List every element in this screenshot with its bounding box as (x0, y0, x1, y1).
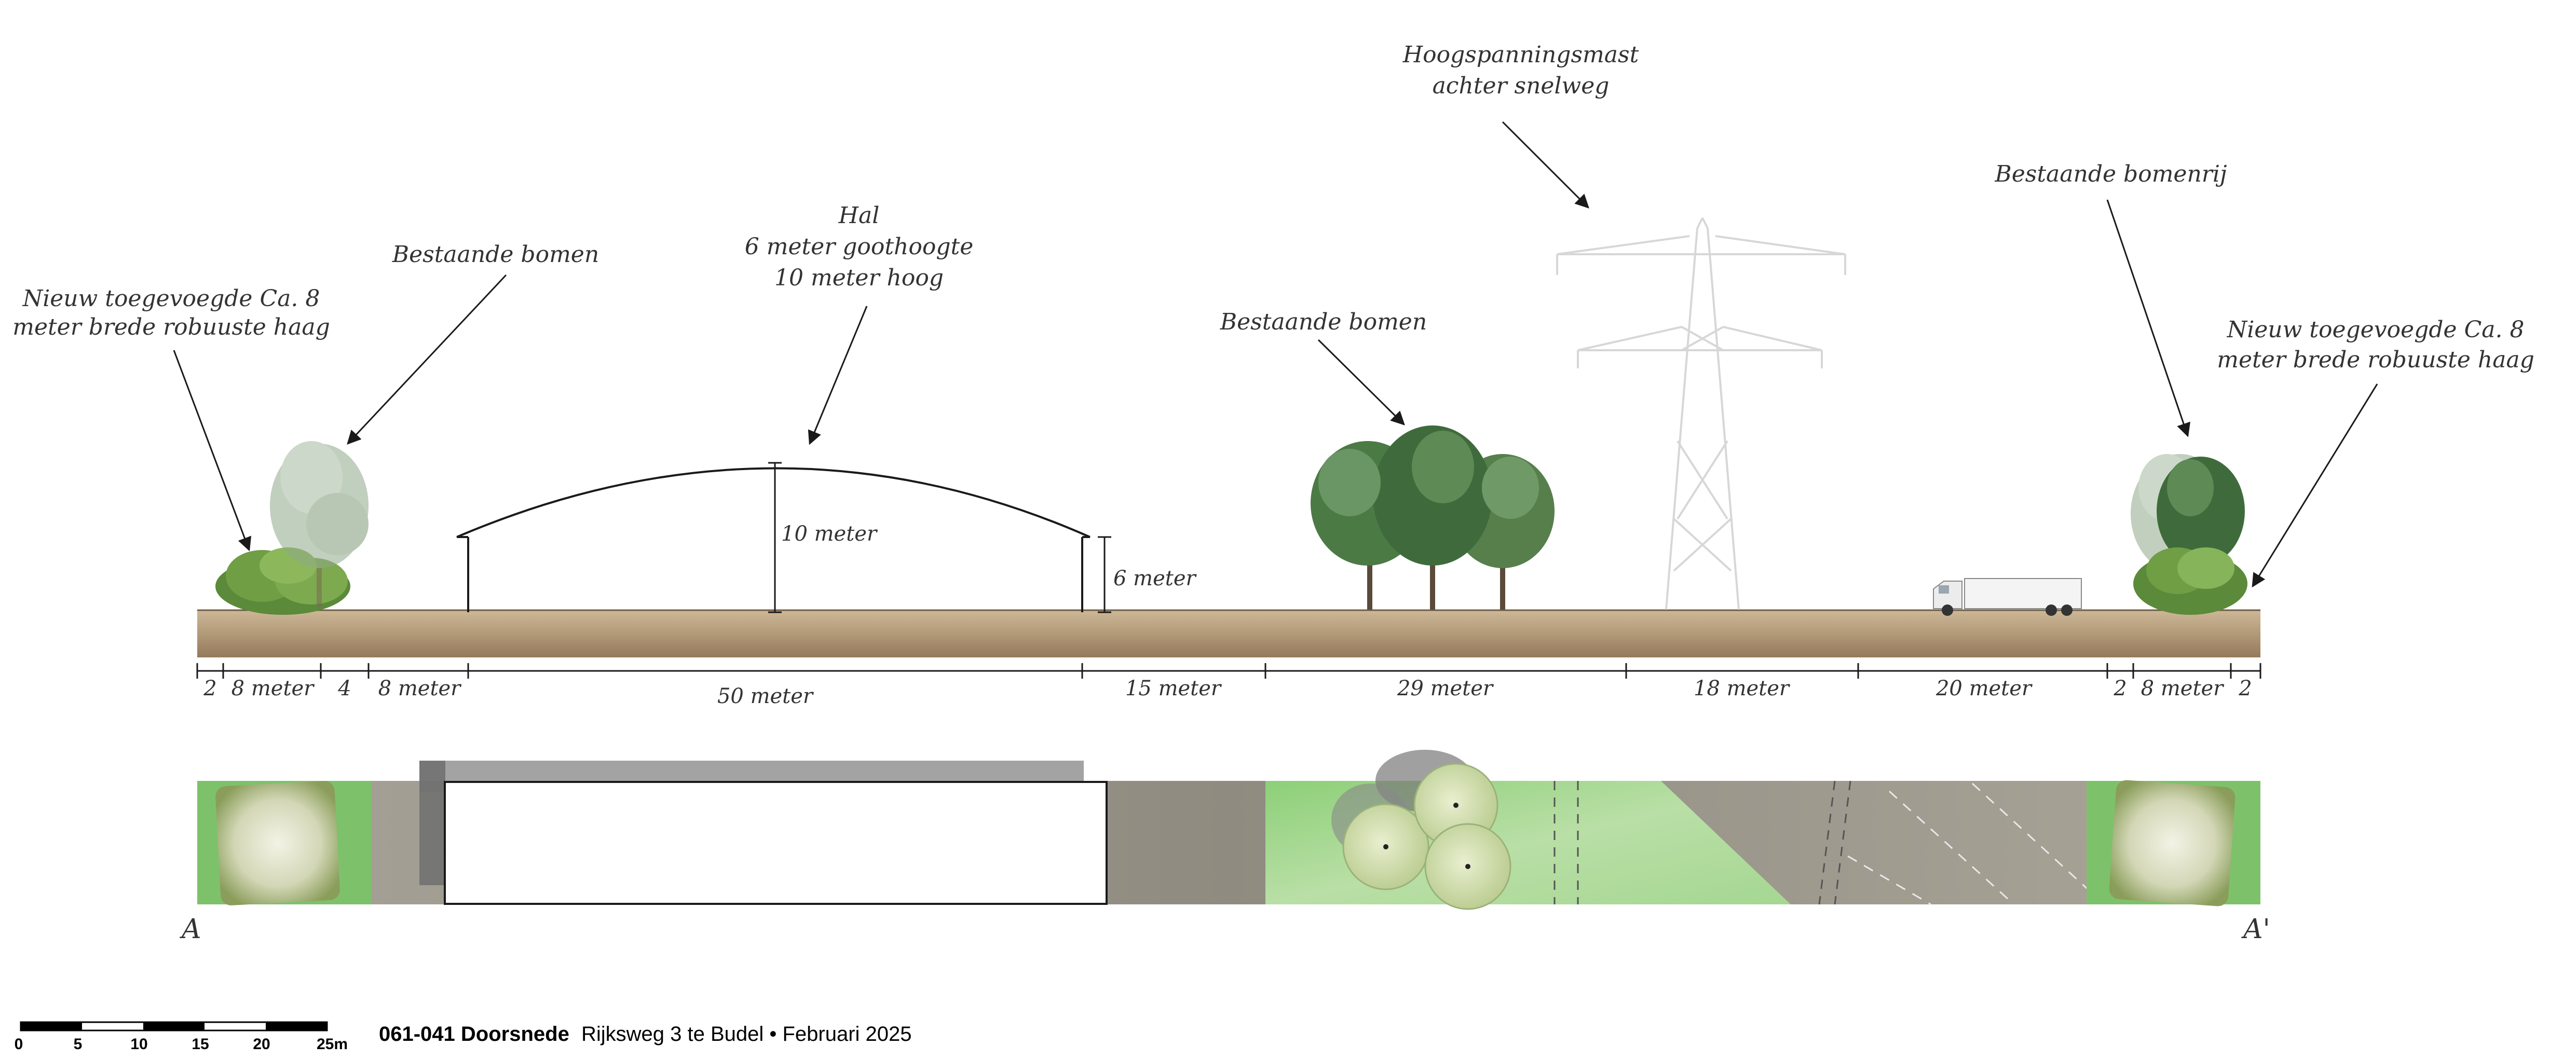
hall-arrow (808, 306, 868, 445)
hedge-left-label-1: Nieuw toegevoegde Ca. 8 (22, 285, 320, 312)
hedge-right-arrow (2252, 383, 2378, 588)
hedge-right (2133, 547, 2247, 615)
scale-label: 20 (253, 1036, 270, 1053)
section-view: 10 meter 6 meter (197, 217, 2260, 657)
pylon-label-1: Hoogspanningsmast (1402, 42, 1639, 68)
dimension-label: 15 meter (1125, 677, 1222, 700)
hall-height-dimensions (768, 462, 1111, 613)
tree-row-right-arrow (2106, 199, 2190, 437)
trees-left-arrow (347, 274, 507, 445)
ground-strip (197, 610, 2260, 657)
pylon (1556, 217, 1846, 610)
hedge-left-label-2: meter brede robuuste haag (12, 314, 330, 340)
trees-middle (1311, 425, 1555, 610)
tree-row-right-label: Bestaande bomenrij (1994, 161, 2227, 187)
plan-hall-footprint (444, 781, 1108, 905)
dimension-label: 29 meter (1397, 677, 1494, 700)
footer-description: Rijksweg 3 te Budel • Februari 2025 (581, 1023, 912, 1046)
hall-profile (456, 467, 1091, 612)
section-marker-start: A (180, 914, 201, 945)
scale-label: 25m (317, 1036, 348, 1053)
scale-label: 10 (130, 1036, 147, 1053)
dimension-label: 2 (203, 677, 216, 700)
hedge-right-label-1: Nieuw toegevoegde Ca. 8 (2227, 317, 2525, 343)
dimension-label: 2 (2238, 677, 2252, 700)
plan-view (197, 750, 2260, 910)
truck (1933, 578, 2082, 616)
scale-label: 5 (74, 1036, 83, 1053)
tree-left (270, 441, 369, 607)
dimension-label: 8 meter (378, 677, 462, 700)
trees-middle-arrow (1317, 339, 1405, 425)
ridge-height-label: 10 meter (781, 522, 878, 546)
dimension-label: 18 meter (1694, 677, 1791, 700)
scale-bar: 0 5 10 15 20 25m (15, 1021, 348, 1053)
footer-code: 061-041 Doorsnede (379, 1023, 569, 1046)
pylon-label-2: achter snelweg (1433, 73, 1610, 99)
dimension-label: 20 meter (1936, 677, 2033, 700)
footer-title: 061-041 Doorsnede Rijksweg 3 te Budel • … (379, 1023, 912, 1046)
scale-label: 15 (192, 1036, 209, 1053)
trees-middle-label: Bestaande bomen (1220, 309, 1427, 335)
dimension-label: 2 (2113, 677, 2127, 700)
hedge-right-label-2: meter brede robuuste haag (2217, 347, 2534, 373)
pylon-arrow (1502, 121, 1589, 209)
dimension-label: 4 (337, 677, 351, 700)
eave-height-label: 6 meter (1113, 567, 1197, 590)
dimension-label: 8 meter (231, 677, 316, 700)
tree-right (2157, 457, 2245, 566)
dimension-line: 2 8 meter 4 8 meter 50 meter 15 meter 29 meter… (196, 663, 2261, 708)
trees-left-label: Bestaande bomen (392, 241, 599, 268)
dimension-label: 8 meter (2141, 677, 2225, 700)
plan-tree-crowns (1331, 750, 1511, 910)
hall-label-1: Hal (838, 202, 880, 229)
section-marker-end: A' (2241, 914, 2270, 945)
hall-label-3: 10 meter hoog (774, 265, 944, 291)
hall-label-2: 6 meter goothoogte (745, 233, 974, 260)
annotations: Nieuw toegevoegde Ca. 8 meter brede robu… (12, 42, 2534, 588)
scale-label: 0 (15, 1036, 23, 1053)
hedge-left-arrow (173, 350, 252, 552)
dimension-label: 50 meter (717, 684, 814, 708)
